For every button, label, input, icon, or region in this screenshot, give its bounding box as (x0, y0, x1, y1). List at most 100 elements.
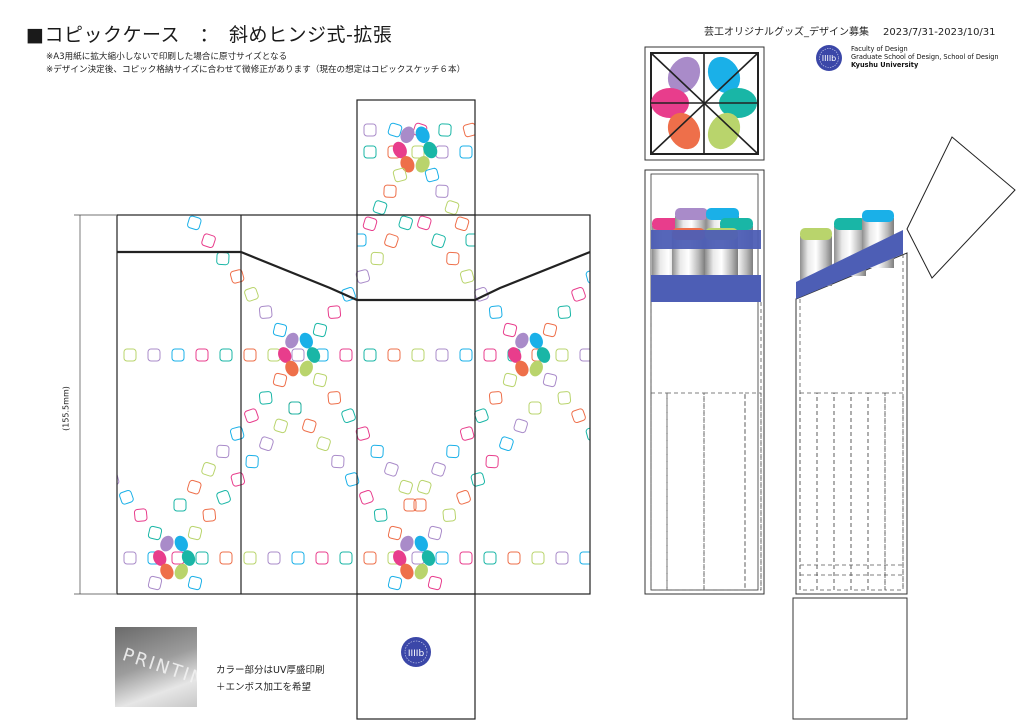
pattern-square (411, 145, 425, 159)
pattern-square (216, 611, 231, 626)
pattern-square (557, 391, 572, 405)
pattern-square (62, 418, 77, 433)
pattern-square (403, 498, 417, 512)
dieline-outline (116, 99, 591, 720)
pattern-square (474, 408, 489, 424)
pattern-square (195, 551, 209, 565)
pattern-square (529, 702, 541, 714)
pattern-square (531, 551, 545, 565)
pattern-square (187, 575, 203, 591)
flower-petal (536, 347, 551, 363)
pattern-square (446, 444, 460, 459)
pattern-square (383, 184, 397, 198)
pattern-square (147, 575, 163, 591)
dimension-line (74, 214, 116, 595)
flower-petal (400, 126, 415, 144)
lid-flower (650, 52, 759, 155)
pattern-square (291, 551, 305, 565)
university-seal-icon: IIIIb (401, 637, 431, 667)
pattern-square (502, 372, 518, 388)
printing-sample-image: PRINTIN (115, 627, 197, 707)
pattern-square (230, 629, 245, 644)
pattern-square (332, 648, 345, 661)
flower-petal (160, 535, 174, 552)
pattern-square (446, 251, 460, 266)
pattern-square (355, 426, 371, 441)
pattern-square (357, 233, 367, 247)
flower-petal (529, 332, 543, 349)
logo-line-faculty: Faculty of Design (851, 45, 908, 53)
pattern-square (258, 391, 273, 405)
pattern-square (216, 489, 231, 505)
side-band (796, 230, 903, 299)
pattern-square (272, 322, 288, 338)
pattern-square (398, 479, 413, 495)
pattern-square (289, 702, 301, 714)
flower-petal (278, 347, 292, 363)
pattern-square (443, 594, 456, 607)
pattern-square (244, 408, 259, 424)
pattern-square (344, 472, 360, 487)
pattern-square (571, 286, 586, 302)
pattern-square (119, 489, 134, 505)
pattern-square (555, 551, 569, 565)
pattern-square (413, 498, 427, 512)
flower-petal (393, 550, 407, 566)
pattern-square (62, 683, 77, 698)
printing-note-line-2: ＋エンボス加工を希望 (216, 682, 312, 693)
marker-cap (800, 228, 832, 240)
pattern-square (219, 551, 233, 565)
pattern-square (417, 479, 432, 495)
printing-note: カラー部分はUV厚盛印刷 ＋エンボス加工を希望 (216, 662, 324, 696)
pattern-square (288, 401, 302, 415)
pattern-square (339, 551, 353, 565)
marker-cap (706, 208, 739, 220)
flower-petal (415, 126, 430, 144)
pattern-square (315, 551, 329, 565)
pattern-square (243, 348, 257, 362)
pattern-square (302, 418, 317, 434)
pattern-square (431, 233, 446, 249)
pattern-square (327, 305, 342, 319)
pattern-square (229, 426, 245, 441)
pattern-square (331, 454, 345, 469)
pattern-square (459, 348, 473, 362)
pattern-square (123, 551, 137, 565)
pattern-square (488, 391, 503, 405)
pattern-square (171, 348, 185, 362)
pattern-square (459, 269, 475, 284)
pattern-square (272, 372, 288, 388)
pattern-square (245, 454, 259, 469)
marker-cap (834, 218, 866, 230)
flower-petal (306, 347, 321, 363)
pattern-square (555, 348, 569, 362)
pattern-square (76, 665, 91, 680)
pattern-square (387, 575, 403, 591)
pattern-square (133, 508, 148, 522)
pattern-square (499, 665, 514, 680)
pattern-square (230, 472, 246, 487)
pattern-square (258, 305, 273, 319)
pattern-square (488, 305, 503, 319)
pattern-square (499, 436, 514, 452)
pattern-square (502, 322, 518, 338)
lid-petal (667, 112, 701, 150)
flower-petal (508, 347, 522, 363)
pattern-square (435, 184, 449, 198)
pattern-square (119, 611, 134, 626)
pattern-square (571, 408, 586, 424)
case-side-view (792, 136, 1016, 720)
pattern-square (387, 122, 403, 138)
marker-cap (675, 208, 708, 220)
pattern-square (462, 122, 475, 138)
flower-petal (415, 156, 430, 173)
pattern-square (427, 575, 443, 591)
flower-petal (174, 535, 188, 552)
pattern-square (341, 408, 356, 424)
logo-mark-text: IIIIb (822, 54, 837, 63)
pattern-square (431, 461, 446, 477)
pattern-square (363, 348, 377, 362)
pattern-square (243, 551, 257, 565)
